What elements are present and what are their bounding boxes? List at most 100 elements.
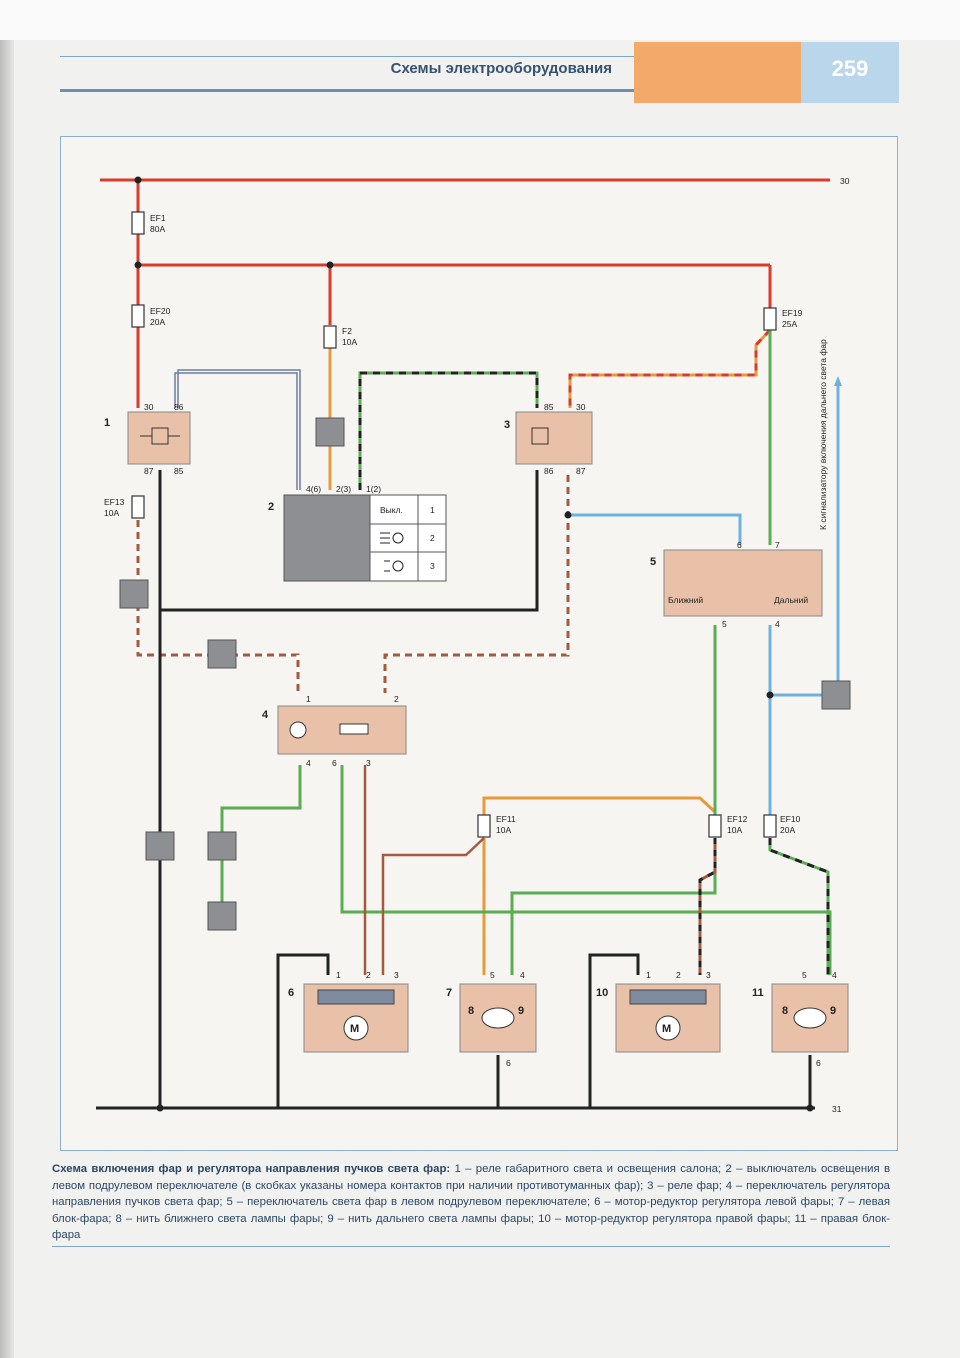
regulator-4-pin-2: 2	[394, 694, 399, 704]
motor-10-symbol: M	[662, 1023, 671, 1035]
parking-light-icon	[384, 560, 404, 572]
relay-3-pin-30: 30	[576, 402, 586, 412]
motor-6-pin-3: 3	[394, 970, 399, 980]
fuse-ef12-name: EF12	[727, 814, 748, 824]
fuse-f2-rating: 10A	[342, 337, 357, 347]
wires-red-yellow	[568, 328, 772, 408]
fuse-ef19-name: EF19	[782, 308, 803, 318]
wires-green-black	[358, 371, 830, 975]
switch-2: 2 4(6) 2(3) 1(2) Выкл. 1 2 3	[268, 484, 447, 582]
switch-2-pin-2: 2(3)	[336, 484, 351, 494]
motor-6-symbol: M	[350, 1023, 359, 1035]
connector-blocks	[119, 417, 851, 931]
relay-1-number: 1	[104, 417, 110, 429]
bus-plus-label: 30	[840, 176, 850, 186]
fuse-ef13-name: EF13	[104, 497, 125, 507]
caption-title: Схема включения фар и регулятора направл…	[52, 1163, 451, 1175]
page-number-block	[801, 42, 899, 103]
fuse-ef20-name: EF20	[150, 306, 171, 316]
junction-dots	[134, 176, 814, 1112]
bus-ground-label: 31	[832, 1104, 842, 1114]
switch-5-pin-5: 5	[722, 619, 727, 629]
page-number: 259	[831, 56, 869, 81]
regulator-4-number: 4	[262, 709, 269, 721]
switch-2-position-2: 2	[430, 533, 435, 543]
arrow-up-icon	[834, 376, 842, 386]
fuse-ef12-rating: 10A	[727, 825, 742, 835]
figure-caption: Схема включения фар и регулятора направл…	[52, 1161, 890, 1244]
headlamp-11-number: 11	[752, 987, 764, 999]
fuse-ef11-rating: 10A	[496, 825, 511, 835]
motor-10-pin-3: 3	[706, 970, 711, 980]
headlamp-11-pin-4: 4	[832, 970, 837, 980]
fuse-f2-name: F2	[342, 326, 352, 336]
diagram-frame	[60, 136, 898, 1151]
fuse-ef20-rating: 20A	[150, 317, 165, 327]
motor-10-number: 10	[596, 987, 608, 999]
switch-2-position-1: 1	[430, 505, 435, 515]
wires-brown	[363, 765, 485, 975]
wires-orange	[328, 340, 717, 975]
relay-1-pin-87: 87	[144, 466, 154, 476]
motor-10: M 10 1 2 3	[596, 970, 721, 1053]
motor-6-pin-1: 1	[336, 970, 341, 980]
relay-1-pin-85: 85	[174, 466, 184, 476]
headlamp-7: 7 8 9 5 4 6	[446, 970, 537, 1068]
page-left-edge	[0, 0, 14, 1358]
caption-rule	[52, 1246, 890, 1247]
switch-5-pin-6: 6	[737, 540, 742, 550]
motor-10-pin-2: 2	[676, 970, 681, 980]
relay-1-pin-30: 30	[144, 402, 154, 412]
relay-1-pin-86: 86	[174, 402, 184, 412]
relay-1: 1 30 86 87 85	[104, 402, 191, 476]
regulator-4-pin-1: 1	[306, 694, 311, 704]
regulator-4-pin-6: 6	[332, 758, 337, 768]
switch-5-pin-4: 4	[775, 619, 780, 629]
motor-6-pin-2: 2	[366, 970, 371, 980]
regulator-4: 4 1 2 4 6 3	[262, 694, 407, 768]
regulator-4-pin-3: 3	[366, 758, 371, 768]
fuse-ef13-rating: 10A	[104, 508, 119, 518]
headlamp-11-low-filament: 8	[782, 1005, 788, 1017]
relay-3-pin-87: 87	[576, 466, 586, 476]
headlamp-11-pin-5: 5	[802, 970, 807, 980]
headlamp-7-high-filament: 9	[518, 1005, 524, 1017]
page-top-margin	[0, 0, 960, 40]
header-rule	[60, 56, 635, 92]
relay-3: 3 85 30 86 87	[504, 402, 593, 476]
fuse-ef11-name: EF11	[496, 814, 516, 824]
fuse-symbols	[131, 211, 777, 838]
high-beam-indicator-note: К сигнализатору включения дальнего света…	[818, 339, 828, 530]
page-title: Схемы электрооборудования	[390, 60, 612, 77]
switch-2-position-off: Выкл.	[380, 505, 403, 515]
regulator-4-pin-4: 4	[306, 758, 311, 768]
switch-2-number: 2	[268, 501, 274, 513]
motor-6-number: 6	[288, 987, 294, 999]
fuse-ef1-name: EF1	[150, 213, 166, 223]
relay-3-pin-86: 86	[544, 466, 554, 476]
switch-2-pin-4: 4(6)	[306, 484, 321, 494]
headlamp-7-pin-5: 5	[490, 970, 495, 980]
switch-2-position-3: 3	[430, 561, 435, 571]
switch-5-pin-7: 7	[775, 540, 780, 550]
fuse-ef1-rating: 80A	[150, 224, 165, 234]
wires-thin	[174, 369, 301, 490]
switch-5: 5 6 7 5 4 Ближний Дальний	[650, 540, 823, 629]
switch-2-pin-1: 1(2)	[366, 484, 381, 494]
headlamp-7-pin-6: 6	[506, 1058, 511, 1068]
switch-5-low-beam: Ближний	[668, 595, 703, 605]
switch-5-high-beam: Дальний	[774, 595, 808, 605]
switch-5-number: 5	[650, 556, 656, 568]
motor-6: M 6 1 2 3	[288, 970, 409, 1053]
fuse-ef10-name: EF10	[780, 814, 801, 824]
wiring-diagram: EF1 80A EF20 20A F2 10A EF19 25A EF13 10…	[96, 176, 851, 1114]
caption-body: 1 – реле габаритного света и освещения с…	[52, 1163, 890, 1241]
headlamp-11: 11 8 9 5 4 6	[752, 970, 849, 1068]
fuse-labels: EF1 80A EF20 20A F2 10A EF19 25A EF13 10…	[104, 213, 803, 835]
headlamp-7-low-filament: 8	[468, 1005, 474, 1017]
header-accent-block	[634, 42, 801, 103]
headlamp-11-pin-6: 6	[816, 1058, 821, 1068]
headlamp-7-number: 7	[446, 987, 452, 999]
fuse-ef19-rating: 25A	[782, 319, 797, 329]
